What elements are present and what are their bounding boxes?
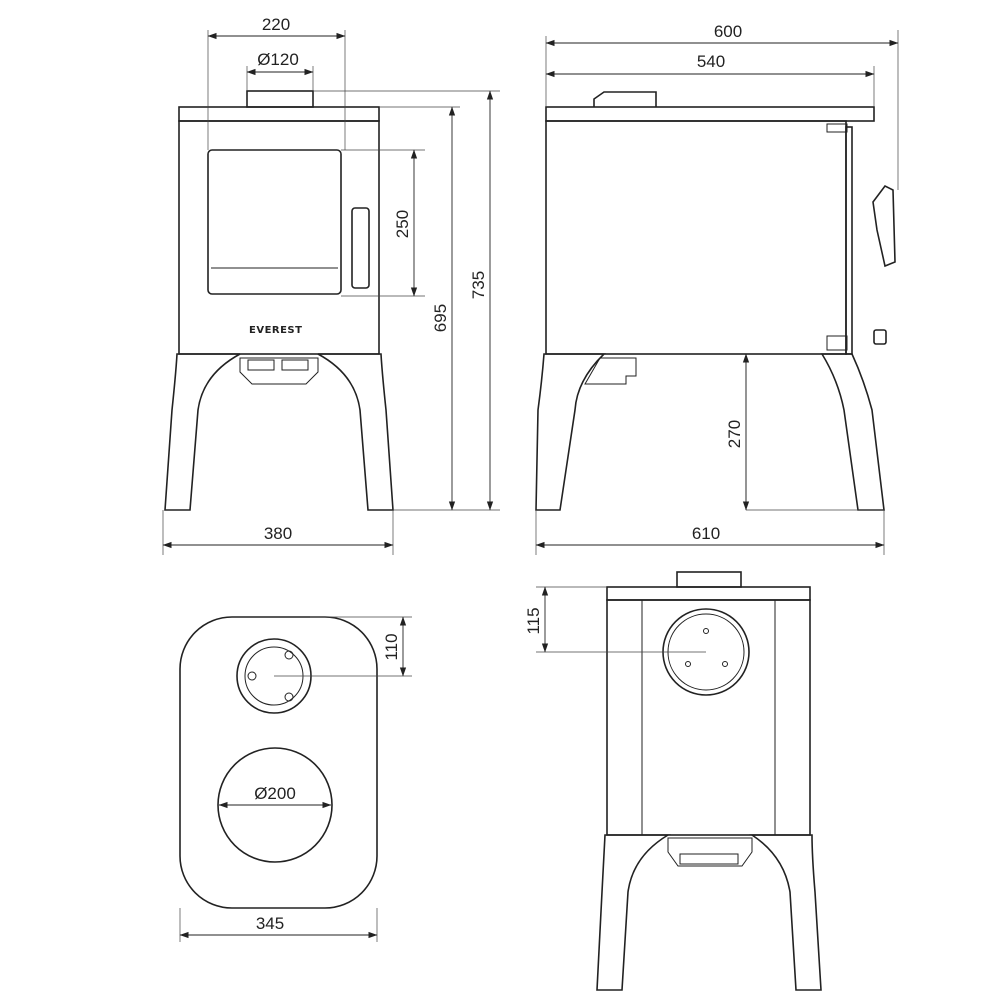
side-flue-collar	[593, 91, 657, 107]
rear-view: 115	[524, 571, 822, 991]
front-leg-left	[164, 353, 241, 511]
top-plate-outline	[179, 616, 378, 909]
front-top-plate	[178, 106, 380, 122]
rear-leg-left	[596, 834, 671, 991]
side-leg-left	[535, 353, 606, 511]
top-hotplate	[217, 747, 333, 863]
dim-735-label: 735	[469, 271, 488, 299]
side-door-handle	[872, 184, 896, 268]
dim-200-label: Ø200	[254, 784, 296, 803]
rear-leg-right	[749, 834, 822, 991]
dim-250-label: 250	[393, 210, 412, 238]
rear-ash-drawer	[667, 837, 753, 867]
dim-345-label: 345	[256, 914, 284, 933]
side-control-knob	[873, 329, 887, 345]
dim-380-label: 380	[264, 524, 292, 543]
rear-body	[606, 599, 811, 836]
dim-115-label: 115	[524, 607, 543, 634]
front-door-window	[207, 149, 342, 295]
front-door-handle	[351, 207, 370, 289]
side-door-edge	[845, 126, 853, 355]
side-body	[545, 120, 847, 355]
dim-110-label: 110	[382, 633, 401, 660]
front-leg-right	[317, 353, 394, 511]
side-top-plate	[545, 106, 875, 122]
dim-220-label: 220	[262, 15, 290, 34]
dim-540-label: 540	[697, 52, 725, 71]
front-ash-drawer	[239, 357, 319, 385]
side-ash-drawer	[584, 357, 637, 385]
front-body	[178, 120, 380, 355]
front-flue-collar	[246, 90, 314, 108]
dim-610-label: 610	[692, 524, 720, 543]
side-leg-right	[820, 353, 885, 511]
rear-top-plate	[606, 586, 811, 601]
rear-flue-collar	[676, 571, 742, 588]
dim-695-label: 695	[431, 304, 450, 332]
dim-120-label: Ø120	[257, 50, 299, 69]
top-view: 110 Ø200 345	[179, 616, 412, 942]
side-view: 600 540 270 610	[535, 22, 899, 555]
brand-logo: EVEREST	[249, 325, 302, 336]
dim-600-label: 600	[714, 22, 742, 41]
front-view: EVEREST 220 Ø120 250 695 735	[162, 15, 500, 555]
dim-270-label: 270	[725, 420, 744, 448]
